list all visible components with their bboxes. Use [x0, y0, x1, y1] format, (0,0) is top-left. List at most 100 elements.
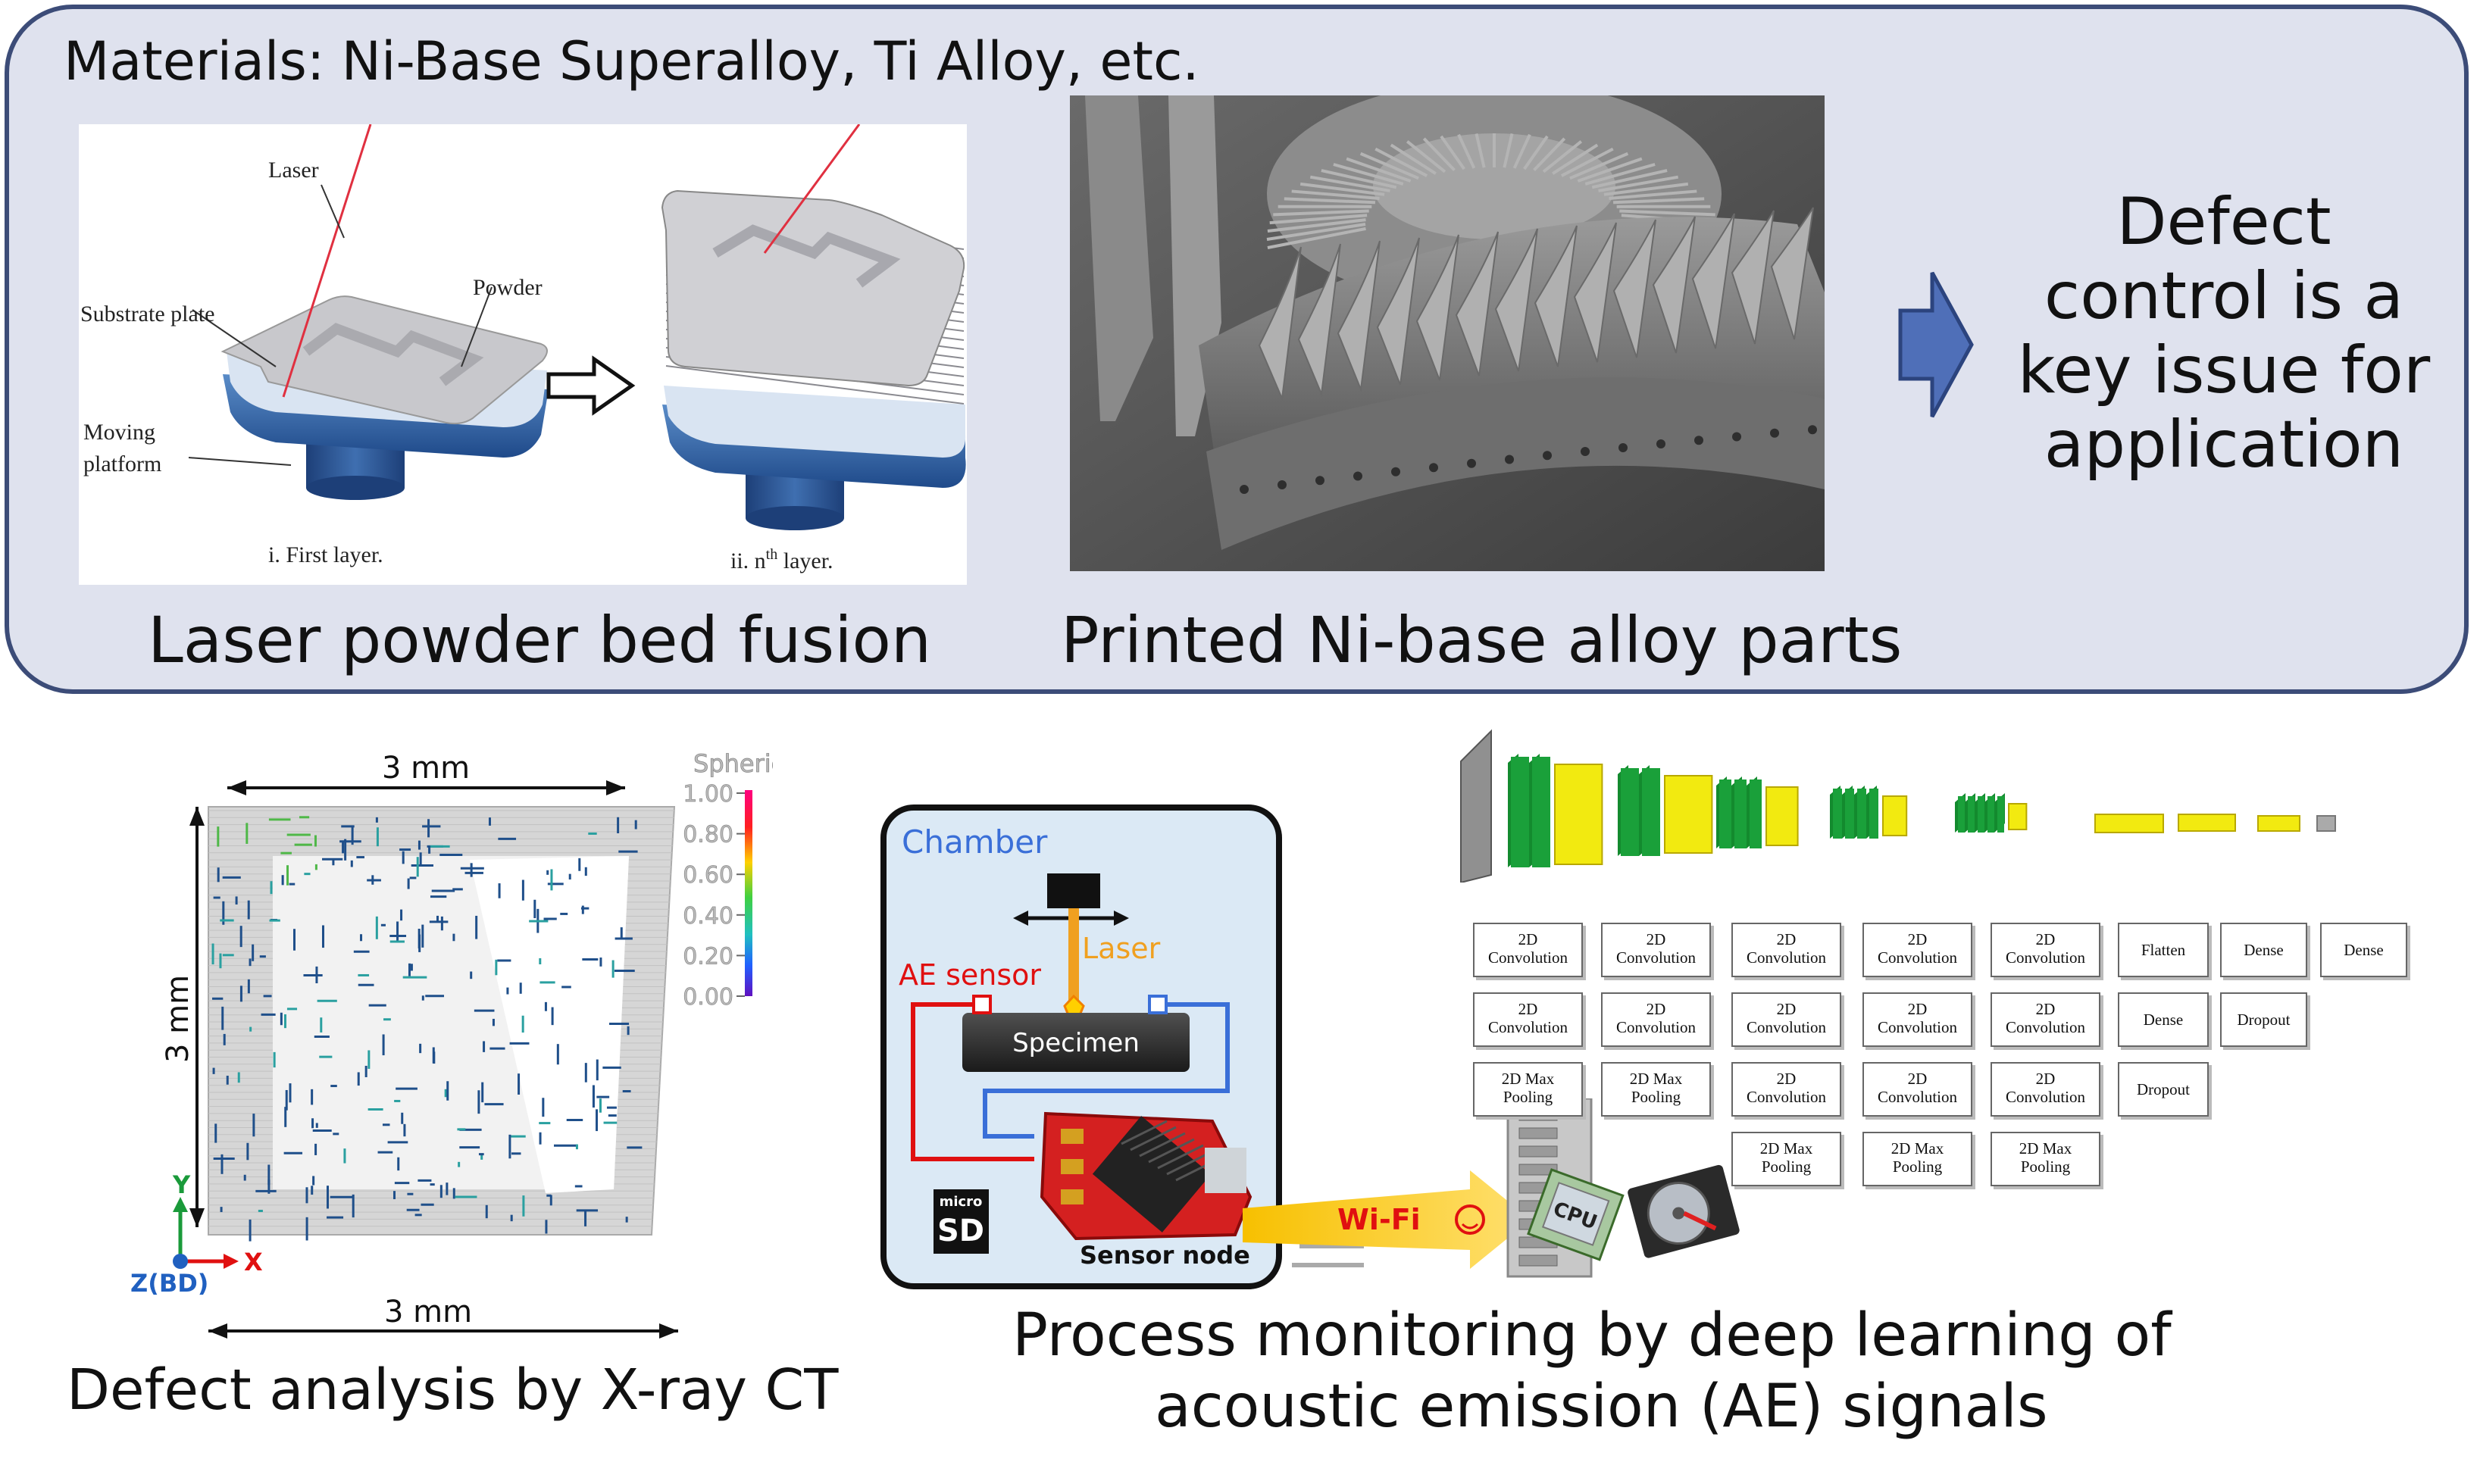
axis-z-label: Z(BD) — [130, 1269, 208, 1298]
layer-box: 2D Convolution — [1862, 923, 1972, 977]
layer-box: Dense — [2118, 992, 2209, 1047]
layer-box: Flatten — [2118, 923, 2209, 977]
sensor-node-board — [1040, 1111, 1253, 1241]
conv-block — [1750, 779, 1762, 848]
conv-block — [1734, 779, 1747, 848]
conv-block — [1719, 779, 1731, 848]
specimen-text: Specimen — [1012, 1028, 1140, 1058]
layer-box: 2D Convolution — [1731, 923, 1841, 977]
laser-beam-1 — [282, 124, 372, 398]
laser-label: Laser — [268, 158, 319, 183]
cnn-layer-diagram — [1460, 729, 2336, 883]
colorbar-title: Sphericity — [693, 749, 773, 778]
conv-block — [1833, 789, 1842, 839]
wifi-arrow: Wi-Fi — [1243, 1170, 1531, 1269]
pool-block — [1554, 764, 1603, 865]
server-hardware: CPU — [1506, 1098, 1740, 1278]
parts-caption: Printed Ni-base alloy parts — [1061, 603, 1903, 677]
lpbf-caption: Laser powder bed fusion — [148, 603, 932, 677]
layer-box: Dense — [2320, 923, 2407, 977]
layer-box: 2D Convolution — [1862, 992, 1972, 1047]
defect-line-3: key issue for — [2017, 333, 2431, 408]
conv-block — [1869, 789, 1878, 839]
input-image — [1460, 729, 1492, 883]
defect-text-block: Defect control is a key issue for applic… — [2000, 185, 2447, 482]
chamber-diagram: Chamber Laser Specimen AE sensor micro S… — [880, 804, 1531, 1289]
output-block — [2316, 815, 2336, 832]
dense-block — [2178, 814, 2236, 832]
nth-layer-label: ii. nth layer. — [730, 546, 833, 573]
conv-block — [1532, 757, 1550, 867]
dense-block — [2094, 814, 2164, 833]
conv-block — [1621, 768, 1639, 856]
conv-block — [1987, 796, 1994, 833]
specimen-block — [962, 1013, 1190, 1072]
ae-sensor-text: AE sensor — [899, 958, 1041, 992]
ct-caption: Defect analysis by X-ray CT — [67, 1357, 839, 1423]
side-dim-label: 3 mm — [161, 975, 195, 1063]
layer-box: 2D Convolution — [1731, 992, 1841, 1047]
xray-ct-figure: 3 mm 3 mm Sphericity 1.000.800.600.400.2… — [130, 749, 773, 1339]
layer-box: 2D Max Pooling — [1473, 1062, 1583, 1117]
chamber-title: Chamber — [902, 823, 1048, 861]
top-dim-label: 3 mm — [382, 751, 470, 786]
svg-text:micro: micro — [940, 1194, 983, 1210]
colorbar-tick-label: 0.40 — [683, 903, 733, 929]
conv-block — [1968, 796, 1975, 833]
layer-box: Dropout — [2220, 992, 2307, 1047]
monitoring-caption-1: Process monitoring by deep learning of — [1012, 1301, 2172, 1370]
layer-box: 2D Convolution — [1473, 923, 1583, 977]
moving-label-2: platform — [83, 451, 161, 476]
conv-block — [1511, 757, 1529, 867]
layer-box: 2D Convolution — [1991, 992, 2100, 1047]
colorbar-tick-label: 0.80 — [683, 822, 733, 848]
laser-beam-2 — [763, 124, 861, 254]
axis-y-label: Y — [172, 1170, 191, 1199]
colorbar-tick-label: 0.00 — [683, 984, 733, 1011]
layer-box: 2D Convolution — [1991, 1062, 2100, 1117]
layer-box: Dropout — [2118, 1062, 2209, 1117]
pool-block — [1664, 775, 1713, 854]
substrate-label: Substrate plate — [80, 301, 214, 326]
materials-title: Materials: Ni-Base Superalloy, Ti Alloy,… — [64, 30, 1199, 92]
sphericity-colorbar — [745, 790, 752, 996]
layer-box: 2D Convolution — [1862, 1062, 1972, 1117]
layer-box: 2D Convolution — [1473, 992, 1583, 1047]
defect-line-2: control is a — [2044, 258, 2404, 334]
layer-box: 2D Convolution — [1601, 992, 1711, 1047]
conv-block — [1642, 768, 1660, 856]
layer-box: Dense — [2220, 923, 2307, 977]
layer-box: 2D Max Pooling — [1601, 1062, 1711, 1117]
layer-box: 2D Max Pooling — [1862, 1132, 1972, 1186]
colorbar-tick-label: 0.60 — [683, 862, 733, 889]
layer-box: 2D Max Pooling — [1731, 1132, 1841, 1186]
conv-block — [1857, 789, 1866, 839]
conv-block — [1997, 796, 2004, 833]
defect-line-1: Defect — [2116, 184, 2331, 260]
right-arrow-icon — [1898, 271, 1974, 418]
monitoring-caption-2: acoustic emission (AE) signals — [1155, 1373, 2048, 1441]
pool-block — [1882, 795, 1908, 836]
powder-label: Powder — [473, 275, 543, 300]
nth-layer-block — [661, 189, 966, 530]
moving-label-1: Moving — [83, 420, 155, 445]
layer-box: 2D Convolution — [1731, 1062, 1841, 1117]
layer-box: 2D Convolution — [1991, 923, 2100, 977]
micro-sd-icon: micro SD — [934, 1189, 989, 1254]
first-layer-label: i. First layer. — [268, 542, 383, 567]
wifi-text: Wi-Fi — [1337, 1203, 1421, 1236]
conv-block — [1978, 796, 1984, 833]
defect-line-4: application — [2044, 407, 2404, 483]
printed-parts-photo — [1070, 95, 1825, 571]
bottom-dim-label: 3 mm — [384, 1295, 472, 1329]
conv-block — [1845, 789, 1854, 839]
pool-block — [1765, 786, 1799, 846]
laser-source — [1047, 873, 1100, 908]
colorbar-tick-label: 0.20 — [683, 943, 733, 970]
dense-block — [2257, 815, 2300, 832]
laser-text: Laser — [1082, 932, 1161, 965]
layer-arrow-icon — [546, 355, 636, 416]
svg-text:SD: SD — [937, 1214, 984, 1248]
cpu-icon: CPU — [1527, 1168, 1625, 1261]
layer-box: 2D Convolution — [1601, 923, 1711, 977]
